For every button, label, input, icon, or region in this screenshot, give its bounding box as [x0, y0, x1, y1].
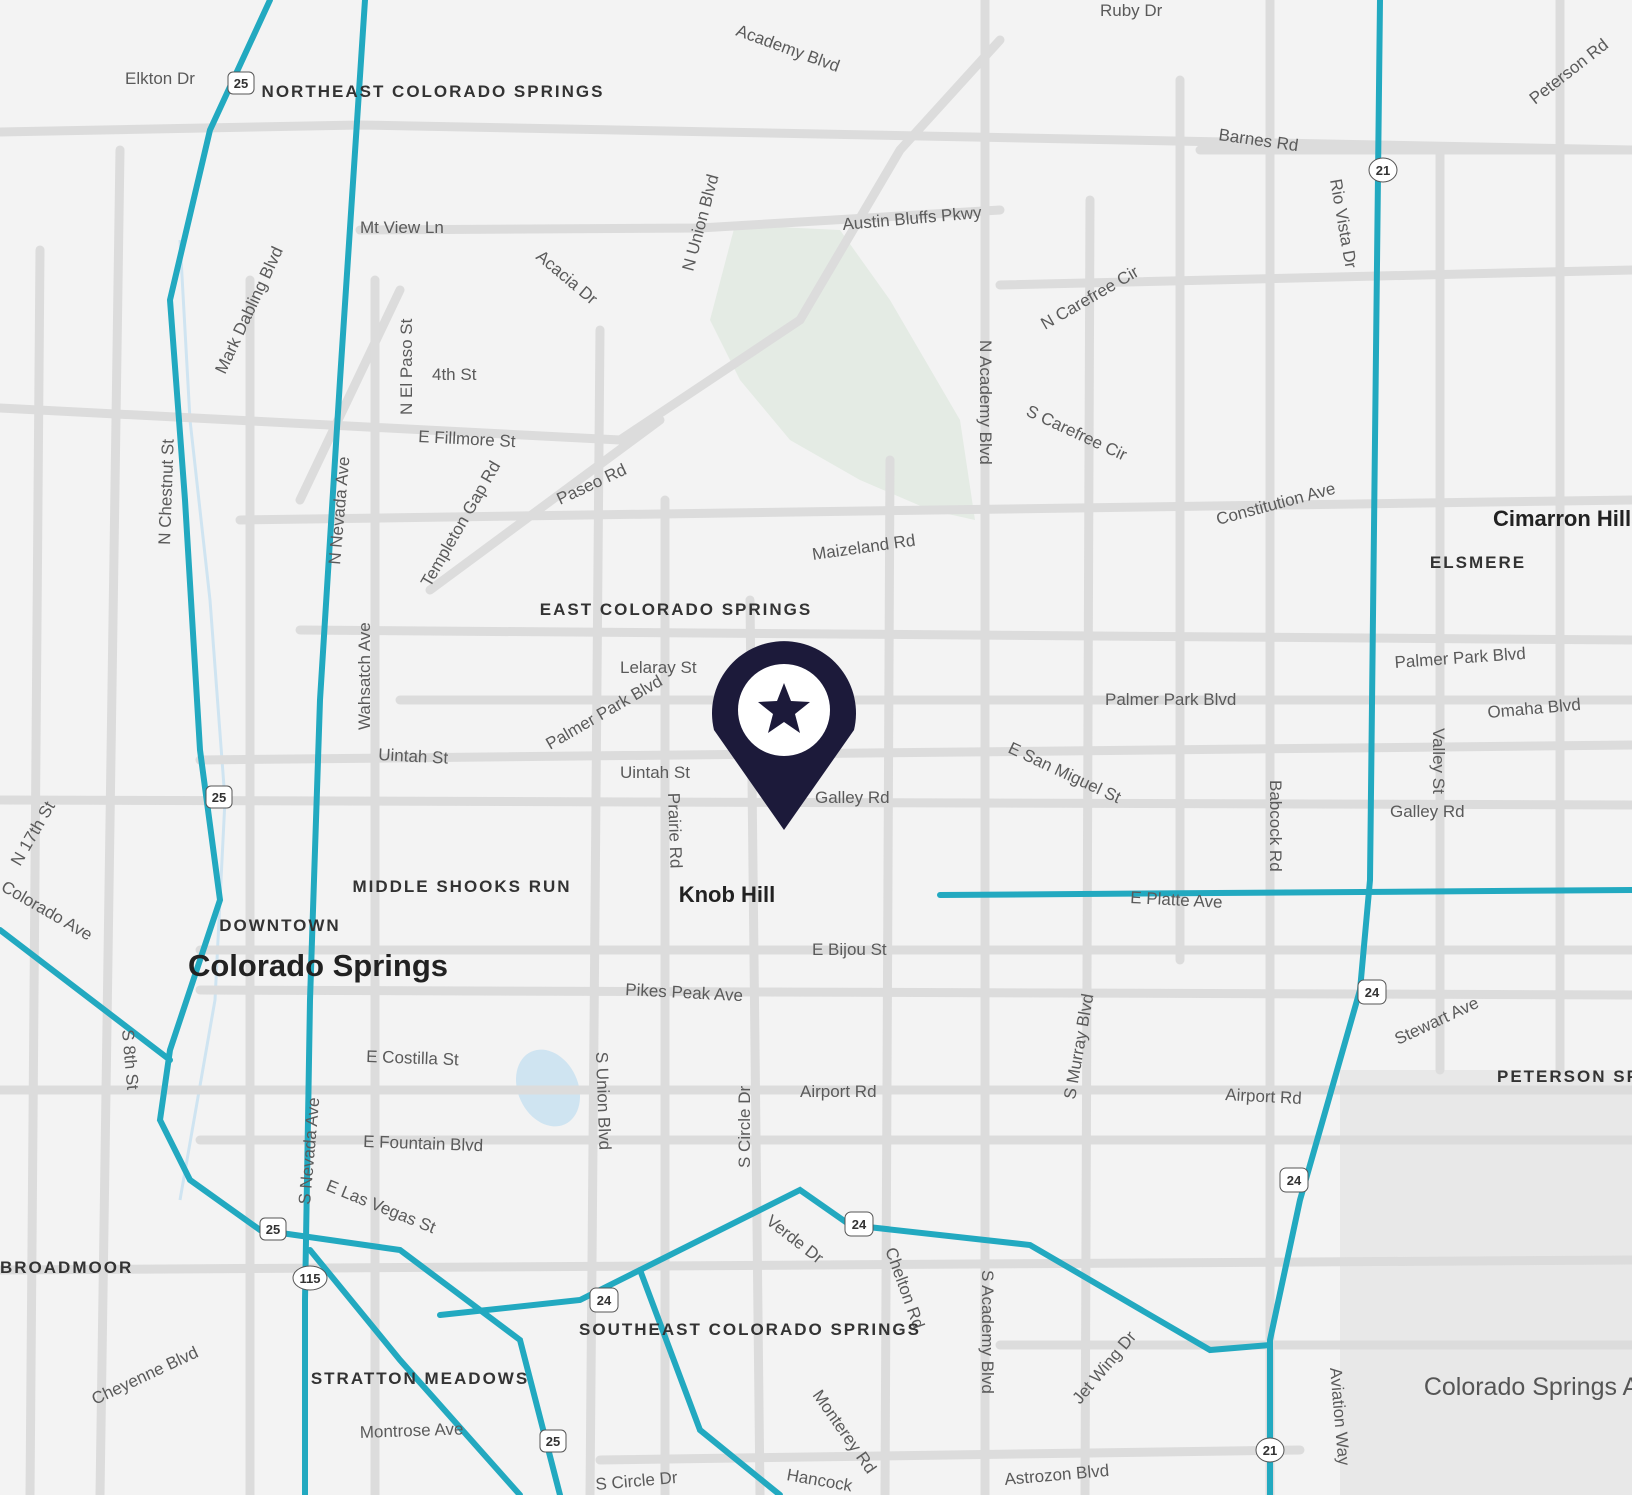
road-label: E Fountain Blvd — [363, 1132, 484, 1155]
road-label: E Costilla St — [366, 1047, 459, 1069]
road-label: Galley Rd — [1390, 802, 1465, 821]
route-21-shield: 21 — [1368, 157, 1398, 183]
road-label: N Academy Blvd — [976, 340, 995, 465]
road-label: Uintah St — [378, 745, 449, 768]
interstate-25-shield: 25 — [205, 785, 233, 809]
road-label: Ruby Dr — [1100, 1, 1163, 20]
route-21-shield: 21 — [1255, 1437, 1285, 1463]
road-label: E Platte Ave — [1130, 888, 1223, 912]
route-115-shield: 115 — [292, 1265, 328, 1291]
highway-24-label: 24 — [852, 1217, 867, 1232]
place-label-airport: Colorado Springs Airport — [1424, 1373, 1632, 1401]
highway-shields: 25 25 25 25 21 21 24 24 24 24 115 — [205, 71, 1398, 1463]
road-label: S Circle Dr — [735, 1085, 754, 1168]
park-area — [710, 225, 975, 520]
road-label: Wahsatch Ave — [355, 622, 374, 730]
place-label-cimarron-hills: Cimarron Hills — [1493, 506, 1632, 531]
road-label: Mt View Ln — [360, 218, 444, 237]
road-label: S Academy Blvd — [978, 1270, 997, 1394]
road-label: Valley St — [1429, 728, 1448, 794]
star-icon — [758, 683, 810, 733]
interstate-25-shield: 25 — [227, 71, 255, 95]
highway-25-label: 25 — [546, 1434, 560, 1449]
road-label: Elkton Dr — [125, 69, 195, 88]
city-label: Colorado Springs — [188, 948, 448, 983]
place-label-knob-hill: Knob Hill — [679, 882, 776, 907]
highway-21-label: 21 — [1263, 1443, 1277, 1458]
interstate-25-shield: 25 — [259, 1217, 287, 1241]
road-label: Prairie Rd — [664, 792, 686, 868]
neighborhood-label: MIDDLE SHOOKS RUN — [352, 877, 571, 896]
road-label: 4th St — [432, 365, 477, 384]
highway-24-label: 24 — [597, 1293, 612, 1308]
road-label: Palmer Park Blvd — [1105, 690, 1236, 709]
neighborhood-label: PETERSON SPACE FORCE BASE — [1497, 1067, 1632, 1086]
road-label: Babcock Rd — [1266, 780, 1285, 872]
neighborhood-label: DOWNTOWN — [219, 916, 340, 935]
road-label: N El Paso St — [397, 318, 416, 415]
road-label: Galley Rd — [815, 788, 890, 807]
road-label: Lelaray St — [620, 658, 697, 677]
road-label: E Bijou St — [812, 940, 887, 959]
road-label: Airport Rd — [800, 1082, 877, 1101]
us-24-shield: 24 — [1357, 979, 1387, 1005]
neighborhood-label: STRATTON MEADOWS — [311, 1369, 529, 1388]
airport-area — [1340, 1070, 1632, 1495]
creek — [178, 239, 227, 1201]
road-label: Airport Rd — [1225, 1085, 1302, 1108]
area-labels: NORTHEAST COLORADO SPRINGS EAST COLORADO… — [0, 82, 1632, 1401]
neighborhood-label: BROADMOOR — [0, 1258, 133, 1277]
road-label: N Chestnut St — [155, 438, 178, 545]
highway-24-label: 24 — [1365, 985, 1380, 1000]
neighborhood-label: NORTHEAST COLORADO SPRINGS — [262, 82, 605, 101]
location-marker[interactable] — [712, 641, 856, 830]
neighborhood-label: SOUTHEAST COLORADO SPRINGS — [579, 1320, 921, 1339]
road-label: Uintah St — [620, 763, 690, 782]
highway-24-label: 24 — [1287, 1173, 1302, 1188]
highway-21-label: 21 — [1376, 163, 1390, 178]
highway-115-label: 115 — [300, 1271, 321, 1286]
neighborhood-label: EAST COLORADO SPRINGS — [540, 600, 812, 619]
neighborhood-label: ELSMERE — [1430, 553, 1526, 572]
road-label: S Union Blvd — [592, 1051, 614, 1150]
us-24-shield: 24 — [589, 1287, 619, 1313]
road-label: Montrose Ave — [359, 1419, 463, 1442]
interstate-25-shield: 25 — [539, 1429, 567, 1453]
us-24-shield: 24 — [1279, 1167, 1309, 1193]
highway-25-label: 25 — [266, 1222, 280, 1237]
highway-25-label: 25 — [212, 790, 226, 805]
us-24-shield: 24 — [844, 1211, 874, 1237]
highway-25-label: 25 — [234, 76, 248, 91]
